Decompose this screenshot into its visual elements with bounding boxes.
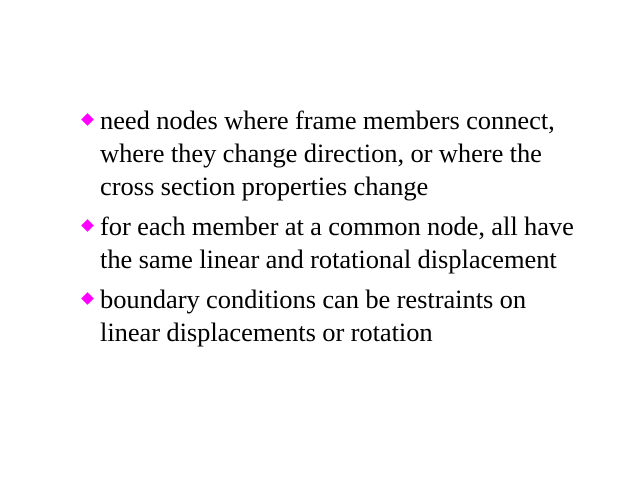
slide-content-body: need nodes where frame members connect, … [80, 104, 585, 349]
list-item[interactable]: boundary conditions can be restraints on… [80, 283, 585, 349]
bullet-text: for each member at a common node, all ha… [100, 211, 574, 274]
diamond-bullet-icon [80, 283, 100, 316]
list-item[interactable]: need nodes where frame members connect, … [80, 104, 585, 203]
diamond-bullet-icon [80, 104, 100, 137]
bullet-text: boundary conditions can be restraints on… [100, 284, 527, 347]
list-item[interactable]: for each member at a common node, all ha… [80, 210, 585, 276]
bullet-text: need nodes where frame members connect, … [100, 105, 555, 201]
diamond-bullet-icon [80, 210, 100, 243]
